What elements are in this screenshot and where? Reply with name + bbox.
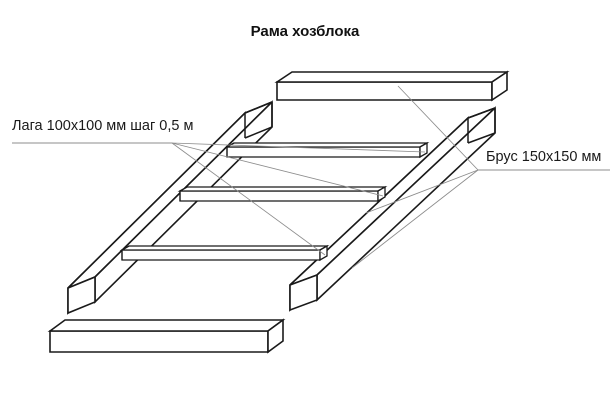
diagram-title: Рама хозблока (251, 23, 360, 40)
joist-3-front-face (121, 249, 321, 261)
joist-3 (119, 244, 330, 262)
joist-2-end-face (377, 185, 386, 203)
beam-callout-label: Брус 150х150 мм (486, 149, 601, 165)
joist-2 (177, 185, 388, 203)
left-rail-beam-end-face (67, 275, 96, 315)
beam-callout-leader-2 (365, 169, 479, 214)
joist-callout-leader-1 (171, 142, 426, 153)
right-rail-beam-top-end-edges (467, 107, 496, 144)
joist-callout-leader-2 (171, 142, 384, 197)
beam-callout-leader-1 (397, 85, 479, 171)
joist-3-top-face (119, 245, 330, 251)
beam-callout-leader-3 (351, 169, 479, 269)
joist-1-end-face (419, 141, 428, 159)
right-rail-beam-end-face (289, 273, 318, 312)
joist-callout-label: Лага 100х100 мм шаг 0,5 м (12, 118, 193, 134)
joist-3-end-face (319, 244, 328, 262)
right-rail-beam (289, 106, 496, 312)
top-cross-beam-front-face (276, 81, 493, 101)
joist-2-front-face (179, 190, 379, 202)
left-rail-beam-top-end-edges (244, 101, 273, 139)
bottom-cross-beam-front-face (49, 330, 269, 353)
joist-2-left-end-edges (179, 186, 188, 201)
bottom-cross-beam (47, 318, 286, 354)
top-cross-beam-end-face (491, 70, 508, 102)
joist-callout: Лага 100х100 мм шаг 0,5 м (12, 118, 426, 256)
bottom-cross-beam-top-face (47, 319, 286, 332)
joist-callout-leader-3 (171, 142, 326, 256)
bottom-cross-beam-end-face (267, 318, 284, 354)
joist-1 (224, 141, 430, 159)
top-cross-beam (274, 70, 510, 102)
top-cross-beam-top-face (274, 71, 510, 83)
joist-3-left-end-edges (121, 245, 130, 260)
beam-callout: Брус 150х150 мм (351, 85, 610, 269)
